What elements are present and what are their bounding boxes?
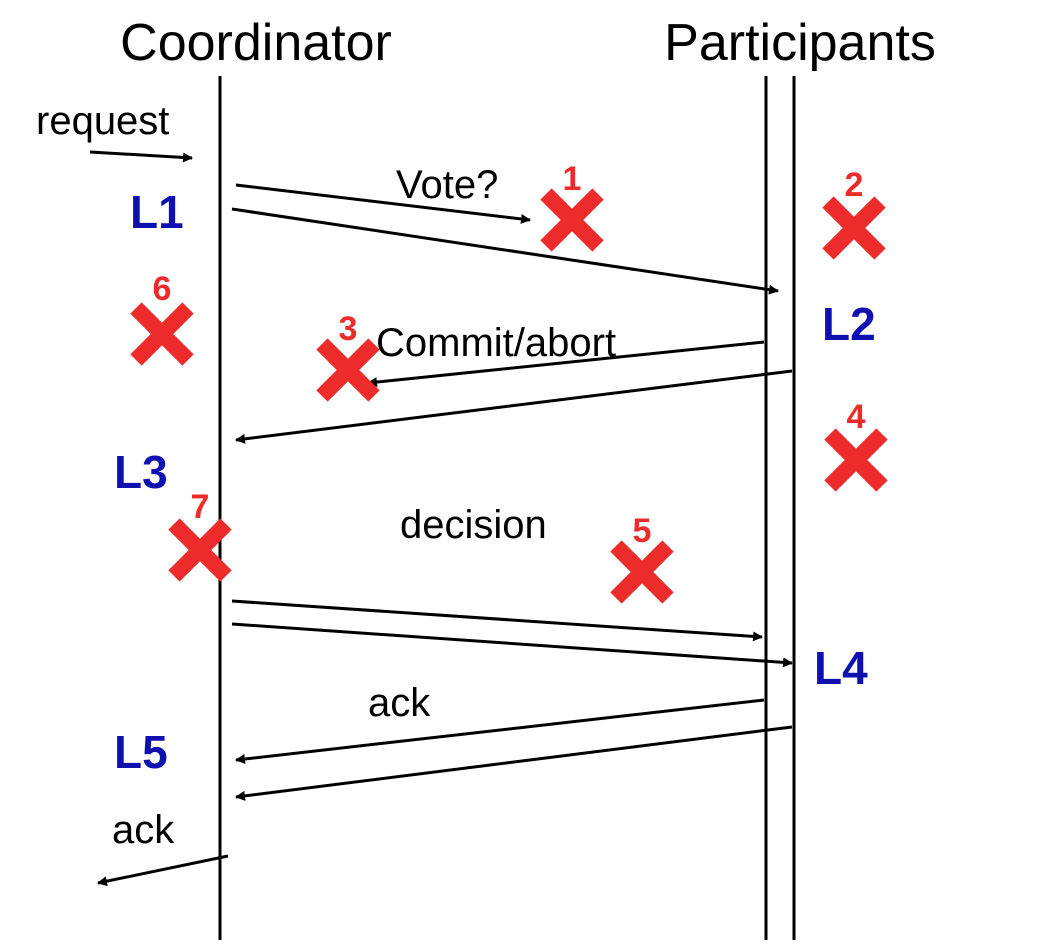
- failure-x-icon: [174, 524, 226, 576]
- log-label-l3: L3: [114, 446, 168, 498]
- commit-abort-arrow-1: [367, 340, 765, 388]
- failure-mark-2: 2: [828, 166, 880, 254]
- failure-number-6: 6: [153, 270, 172, 308]
- commit-abort-label: Commit/abort: [376, 321, 616, 365]
- failure-number-5: 5: [633, 512, 652, 550]
- vote-label: Vote?: [396, 163, 498, 207]
- ack-participants-label: ack: [368, 681, 431, 725]
- log-label-l1: L1: [130, 186, 184, 238]
- failure-x-icon: [322, 344, 374, 396]
- log-label-l4: L4: [814, 642, 868, 694]
- failure-number-3: 3: [339, 310, 358, 348]
- failure-mark-5: 5: [616, 512, 668, 598]
- ack-client-label: ack: [112, 808, 175, 852]
- ack-arrow-2: [235, 725, 793, 801]
- coordinator-header: Coordinator: [120, 14, 392, 72]
- vote-arrow-2: [231, 207, 779, 295]
- log-label-l5: L5: [114, 726, 168, 778]
- ack-arrow-1: [235, 698, 765, 764]
- request-label: request: [36, 99, 169, 143]
- failure-x-icon: [830, 434, 882, 486]
- log-label-l2: L2: [822, 298, 876, 350]
- failure-number-7: 7: [191, 488, 210, 526]
- failure-number-4: 4: [847, 398, 866, 436]
- failure-number-1: 1: [563, 160, 582, 198]
- failure-x-icon: [546, 194, 598, 246]
- failure-mark-1: 1: [546, 160, 598, 246]
- participants-header: Participants: [664, 14, 936, 72]
- failure-x-icon: [616, 546, 668, 598]
- failure-x-icon: [828, 202, 880, 254]
- failure-x-icon: [136, 308, 188, 360]
- decision-arrow-1: [231, 599, 763, 642]
- failure-mark-7: 7: [174, 488, 226, 576]
- request-arrow: [89, 150, 193, 163]
- decision-label: decision: [400, 503, 547, 547]
- failure-number-2: 2: [845, 166, 864, 204]
- failure-mark-3: 3: [322, 310, 374, 396]
- failure-mark-6: 6: [136, 270, 188, 360]
- decision-arrow-2: [231, 622, 793, 668]
- ack-client-arrow: [97, 854, 229, 887]
- vote-arrow-1: [235, 183, 531, 224]
- commit-abort-arrow-2: [235, 369, 793, 444]
- failure-mark-4: 4: [830, 398, 882, 486]
